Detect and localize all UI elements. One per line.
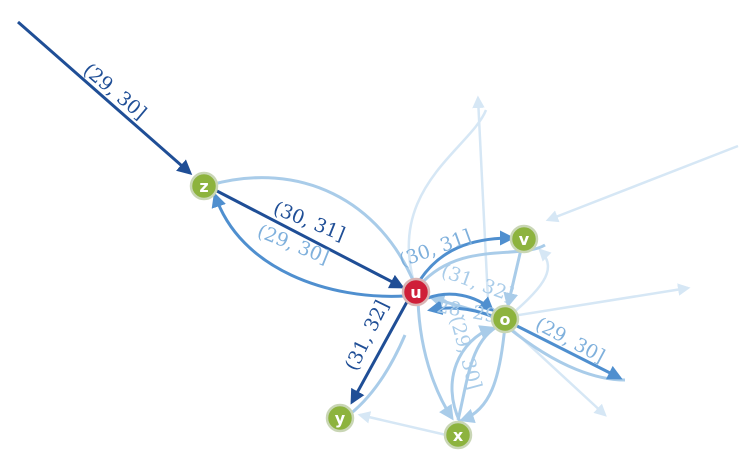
faint-edges: [357, 95, 739, 439]
dark-edges: [17, 20, 410, 405]
edge-o-x-1: [459, 324, 507, 424]
label-in-z: (29, 30]: [79, 59, 151, 124]
edge-in-z: [17, 20, 193, 175]
edge-u-v-light: [418, 243, 546, 286]
node-x-label: x: [453, 426, 464, 445]
edge-in-topright: [545, 144, 739, 223]
node-o-label: o: [500, 310, 511, 329]
node-v: v: [509, 224, 539, 254]
label-u-y: (31, 32]: [341, 297, 394, 374]
edge-x-y: [357, 411, 456, 439]
edge-u-o: [427, 292, 495, 312]
edge-v-o-light: [503, 244, 524, 308]
edge-u-x-1: [416, 299, 454, 421]
node-y-label: y: [335, 409, 346, 428]
node-u: u: [401, 277, 431, 307]
edge-u-y: [350, 299, 410, 405]
node-v-label: v: [519, 230, 530, 249]
node-x: x: [443, 420, 473, 450]
edge-o-out: [514, 323, 623, 380]
label-u-v: (30, 31]: [396, 225, 474, 271]
edge-u-v: [418, 230, 515, 281]
edge-u-upleft: [407, 109, 488, 296]
node-o: o: [490, 304, 520, 334]
edge-x-o-1: [450, 325, 495, 423]
node-z-label: z: [199, 177, 208, 196]
node-y: y: [325, 403, 355, 433]
edge-u-z-curve: [211, 192, 406, 298]
edge-out-top: [472, 95, 490, 301]
edge-out-right: [499, 283, 691, 320]
edge-o-down-light: [504, 323, 626, 382]
node-z: z: [189, 171, 219, 201]
node-u-label: u: [410, 283, 421, 302]
mid-edges: [211, 192, 623, 380]
edge-z-u-arc-top: [209, 176, 417, 286]
edge-z-u: [214, 188, 405, 289]
